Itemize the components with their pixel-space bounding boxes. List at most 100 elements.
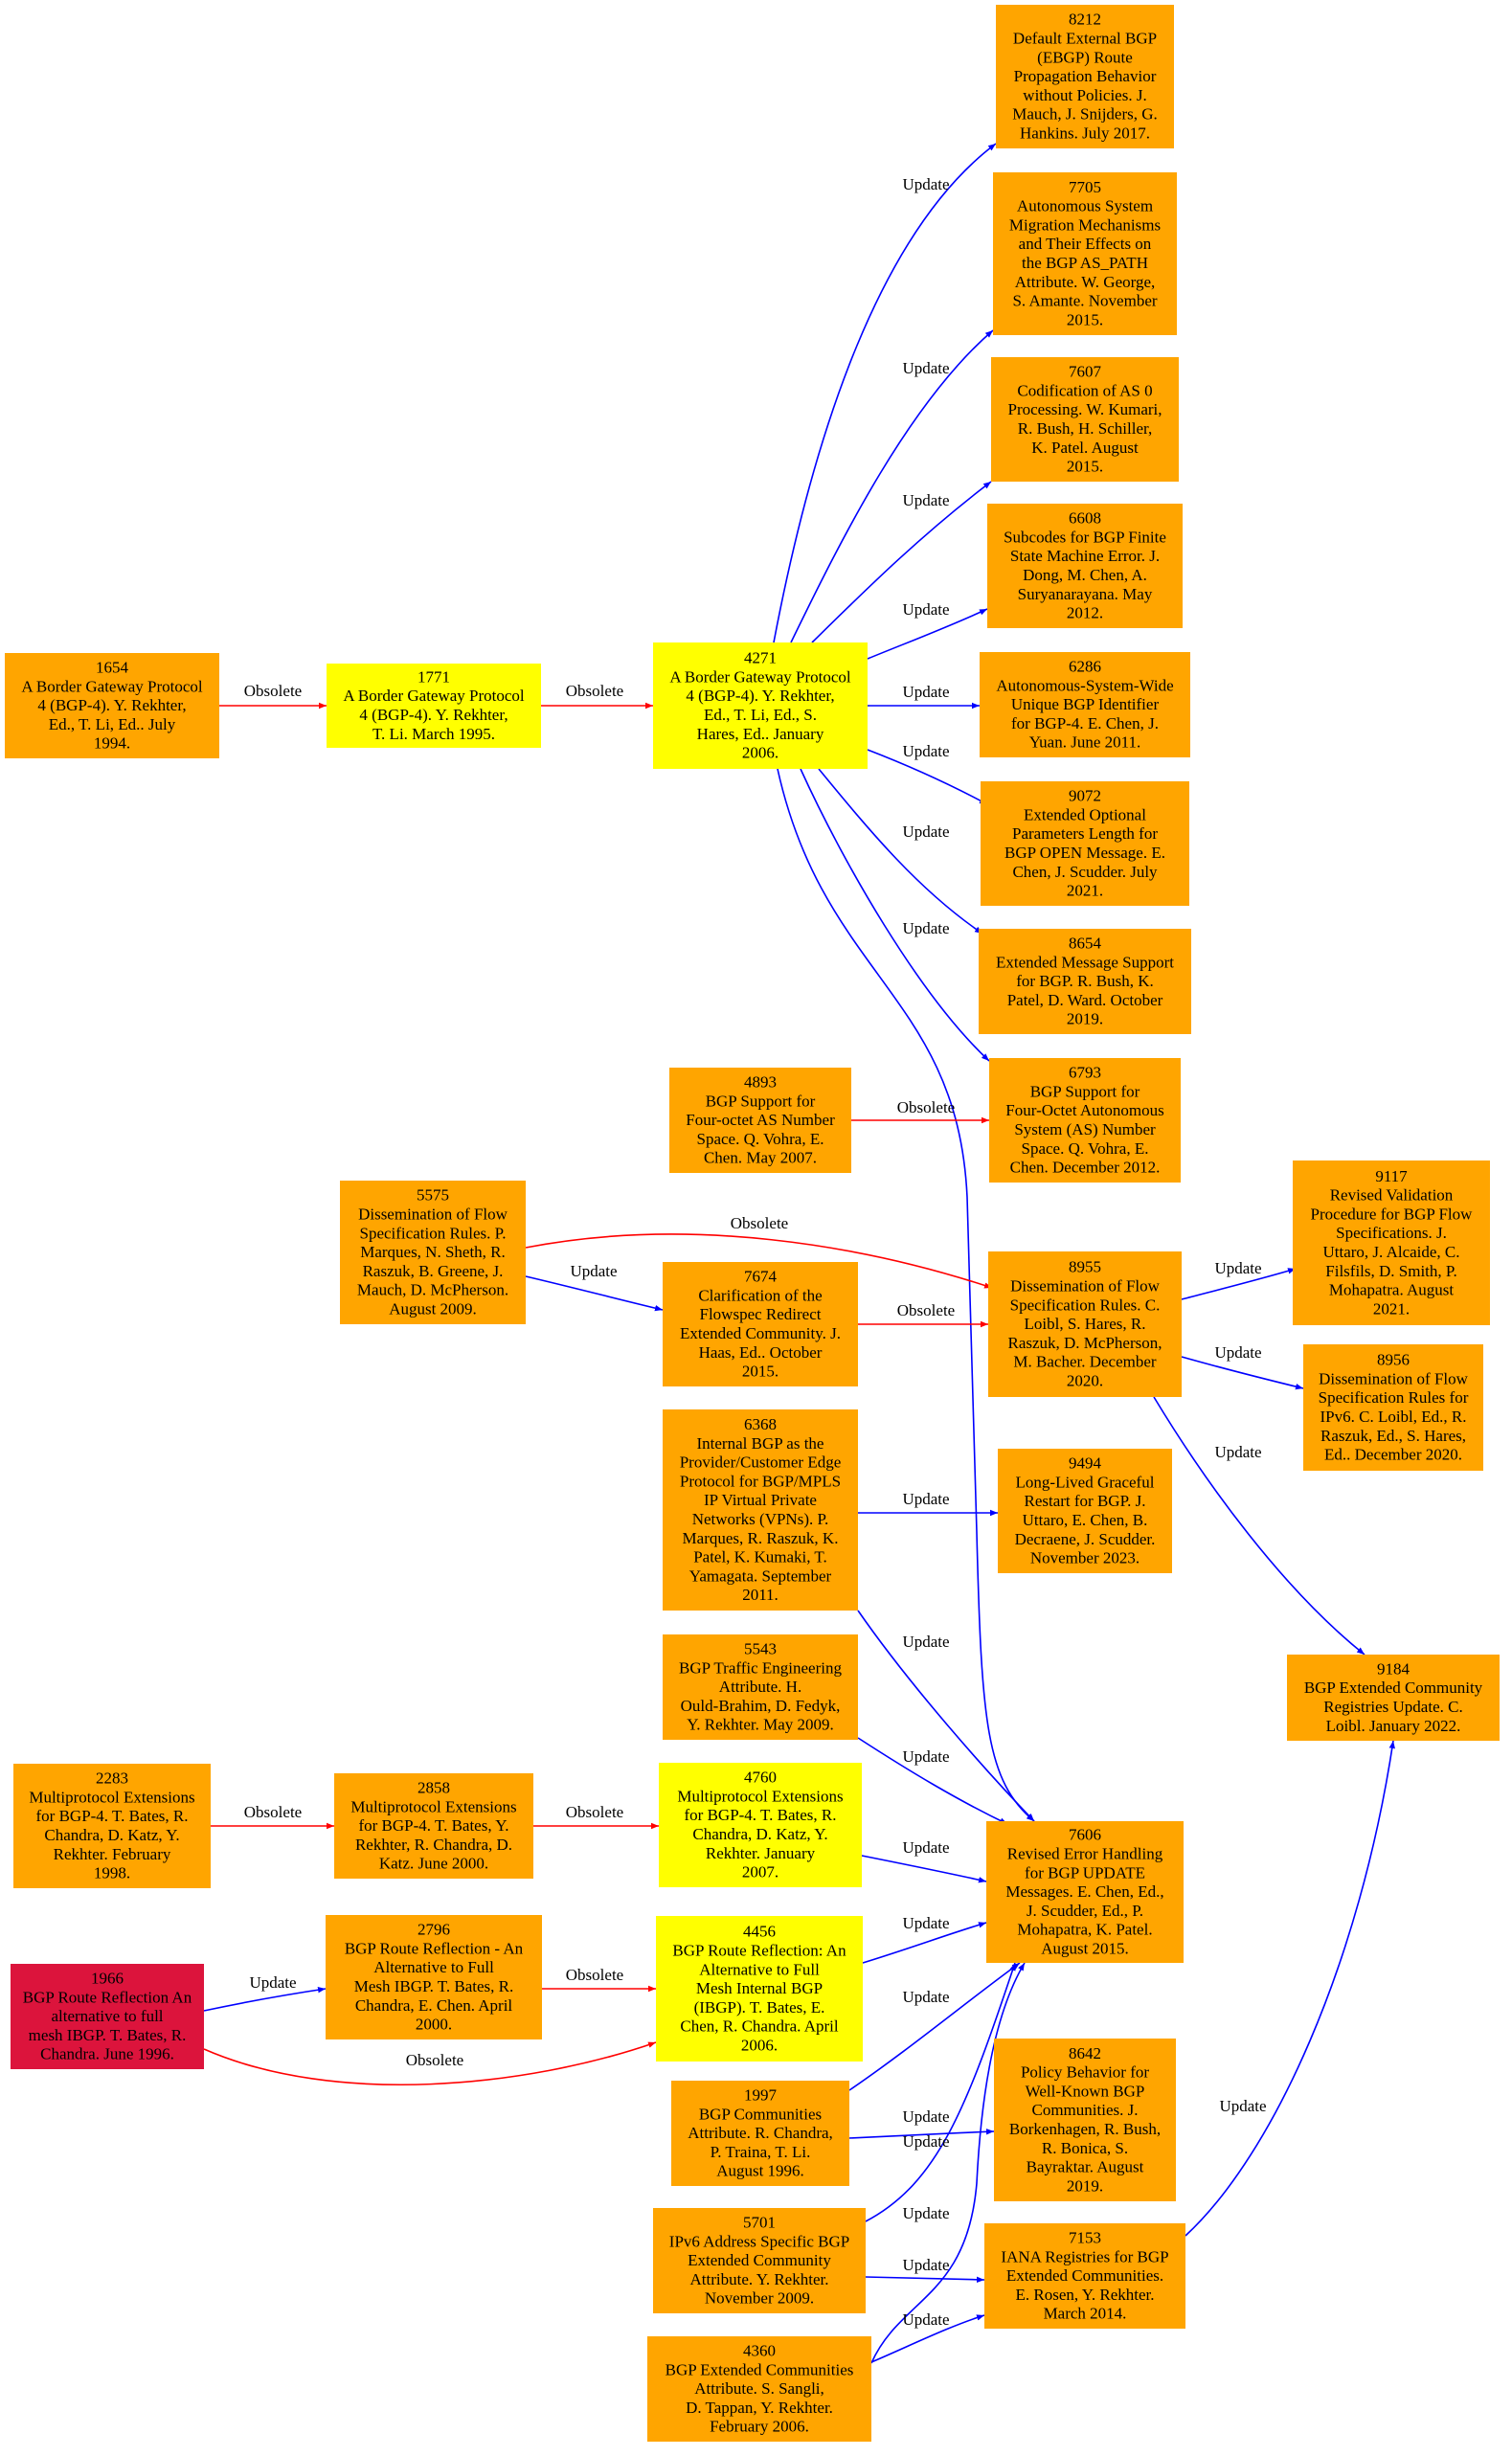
edge-5543-to-7606: Update [857,1737,1008,1825]
rfc-number: 6368 [744,1415,777,1433]
rfc-node-box [663,1262,858,1386]
rfc-node-box [327,664,541,748]
edge-4271-to-6286: Update [868,683,980,710]
rfc-title-line: A Border Gateway Protocol [21,677,203,695]
edge-label: Update [902,491,949,509]
rfc-title-line: Loibl. January 2022. [1326,1717,1461,1735]
rfc-node-box [334,1773,533,1879]
rfc-node-box [669,1068,851,1173]
edge-7674-to-8955: Obsolete [858,1301,988,1328]
rfc-node-box [659,1763,862,1887]
edge-label: Update [249,1973,296,1992]
rfc-title-line: Ed., T. Li, Ed.. July [49,715,176,733]
rfc-title-line: Chen. December 2012. [1010,1159,1161,1177]
edge-label: Obsolete [566,682,623,700]
rfc-title-line: Mauch, J. Snijders, G. [1012,105,1158,124]
rfc-title-line: Revised Validation [1330,1186,1454,1205]
rfc-title-line: Long-Lived Graceful [1016,1473,1155,1491]
edge-line [525,1275,664,1312]
edge-line [861,1855,987,1883]
edge-2283-to-2858: Obsolete [211,1803,334,1830]
rfc-title-line: Mesh IBGP. T. Bates, R. [354,1977,514,1995]
rfc-number: 1654 [96,659,129,677]
rfc-number: 9494 [1069,1454,1102,1473]
edge-4760-to-7606: Update [861,1838,987,1883]
edge-2858-to-4760: Obsolete [533,1803,659,1830]
rfc-title-line: Space. Q. Vohra, E. [697,1130,824,1148]
rfc-number: 1966 [91,1970,124,1988]
rfc-title-line: IPv6. C. Loibl, Ed., R. [1320,1408,1466,1426]
edge-1997-to-8642: Update [848,2107,995,2139]
edge-4271-to-6608: Update [867,600,988,660]
edge-label: Update [1214,1259,1261,1277]
edge-label: Obsolete [566,1803,623,1821]
edge-label: Update [902,175,949,193]
rfc-node-box [981,781,1189,906]
rfc-title-line: Rekhter. February [54,1845,171,1863]
rfc-title-line: State Machine Error. J. [1010,547,1160,565]
rfc-title-line: Codification of AS 0 [1017,381,1152,399]
rfc-title-line: Messages. E. Chen, Ed., [1005,1882,1163,1901]
rfc-title-line: Processing. W. Kumari, [1007,400,1162,418]
edge-4360-to-7153: Update [870,2310,985,2363]
rfc-title-line: T. Li. March 1995. [372,725,495,743]
rfc-title-line: Space. Q. Vohra, E. [1022,1139,1149,1158]
edge-line [777,768,1035,1822]
rfc-title-line: (EBGP) Route [1037,48,1133,66]
rfc-title-line: 2019. [1067,1010,1103,1028]
edge-label: Update [902,2204,949,2222]
rfc-node-box [980,652,1190,757]
rfc-title-line: Attribute. R. Chandra, [688,2124,833,2142]
edge-line [870,2314,985,2363]
edge-label: Update [902,822,949,841]
edge-label: Update [902,2256,949,2274]
rfc-node-box [663,1634,858,1740]
rfc-node-box [663,1409,858,1611]
rfc-title-line: Raszuk, D. McPherson, [1007,1334,1162,1352]
rfc-number: 5543 [744,1640,777,1658]
edge-8955-to-9184: Update [1153,1396,1365,1656]
edge-label: Update [902,1838,949,1857]
edge-line [867,749,988,805]
rfc-title-line: for BGP-4. T. Bates, R. [36,1807,189,1825]
edge-4456-to-7606: Update [862,1914,987,1964]
edge-1997-to-7606: Update [848,1962,1021,2091]
edge-line [1185,1740,1395,2237]
edge-label: Update [570,1262,617,1280]
rfc-title-line: August 2015. [1041,1940,1129,1958]
rfc-title-line: Bayraktar. August [1027,2158,1144,2176]
